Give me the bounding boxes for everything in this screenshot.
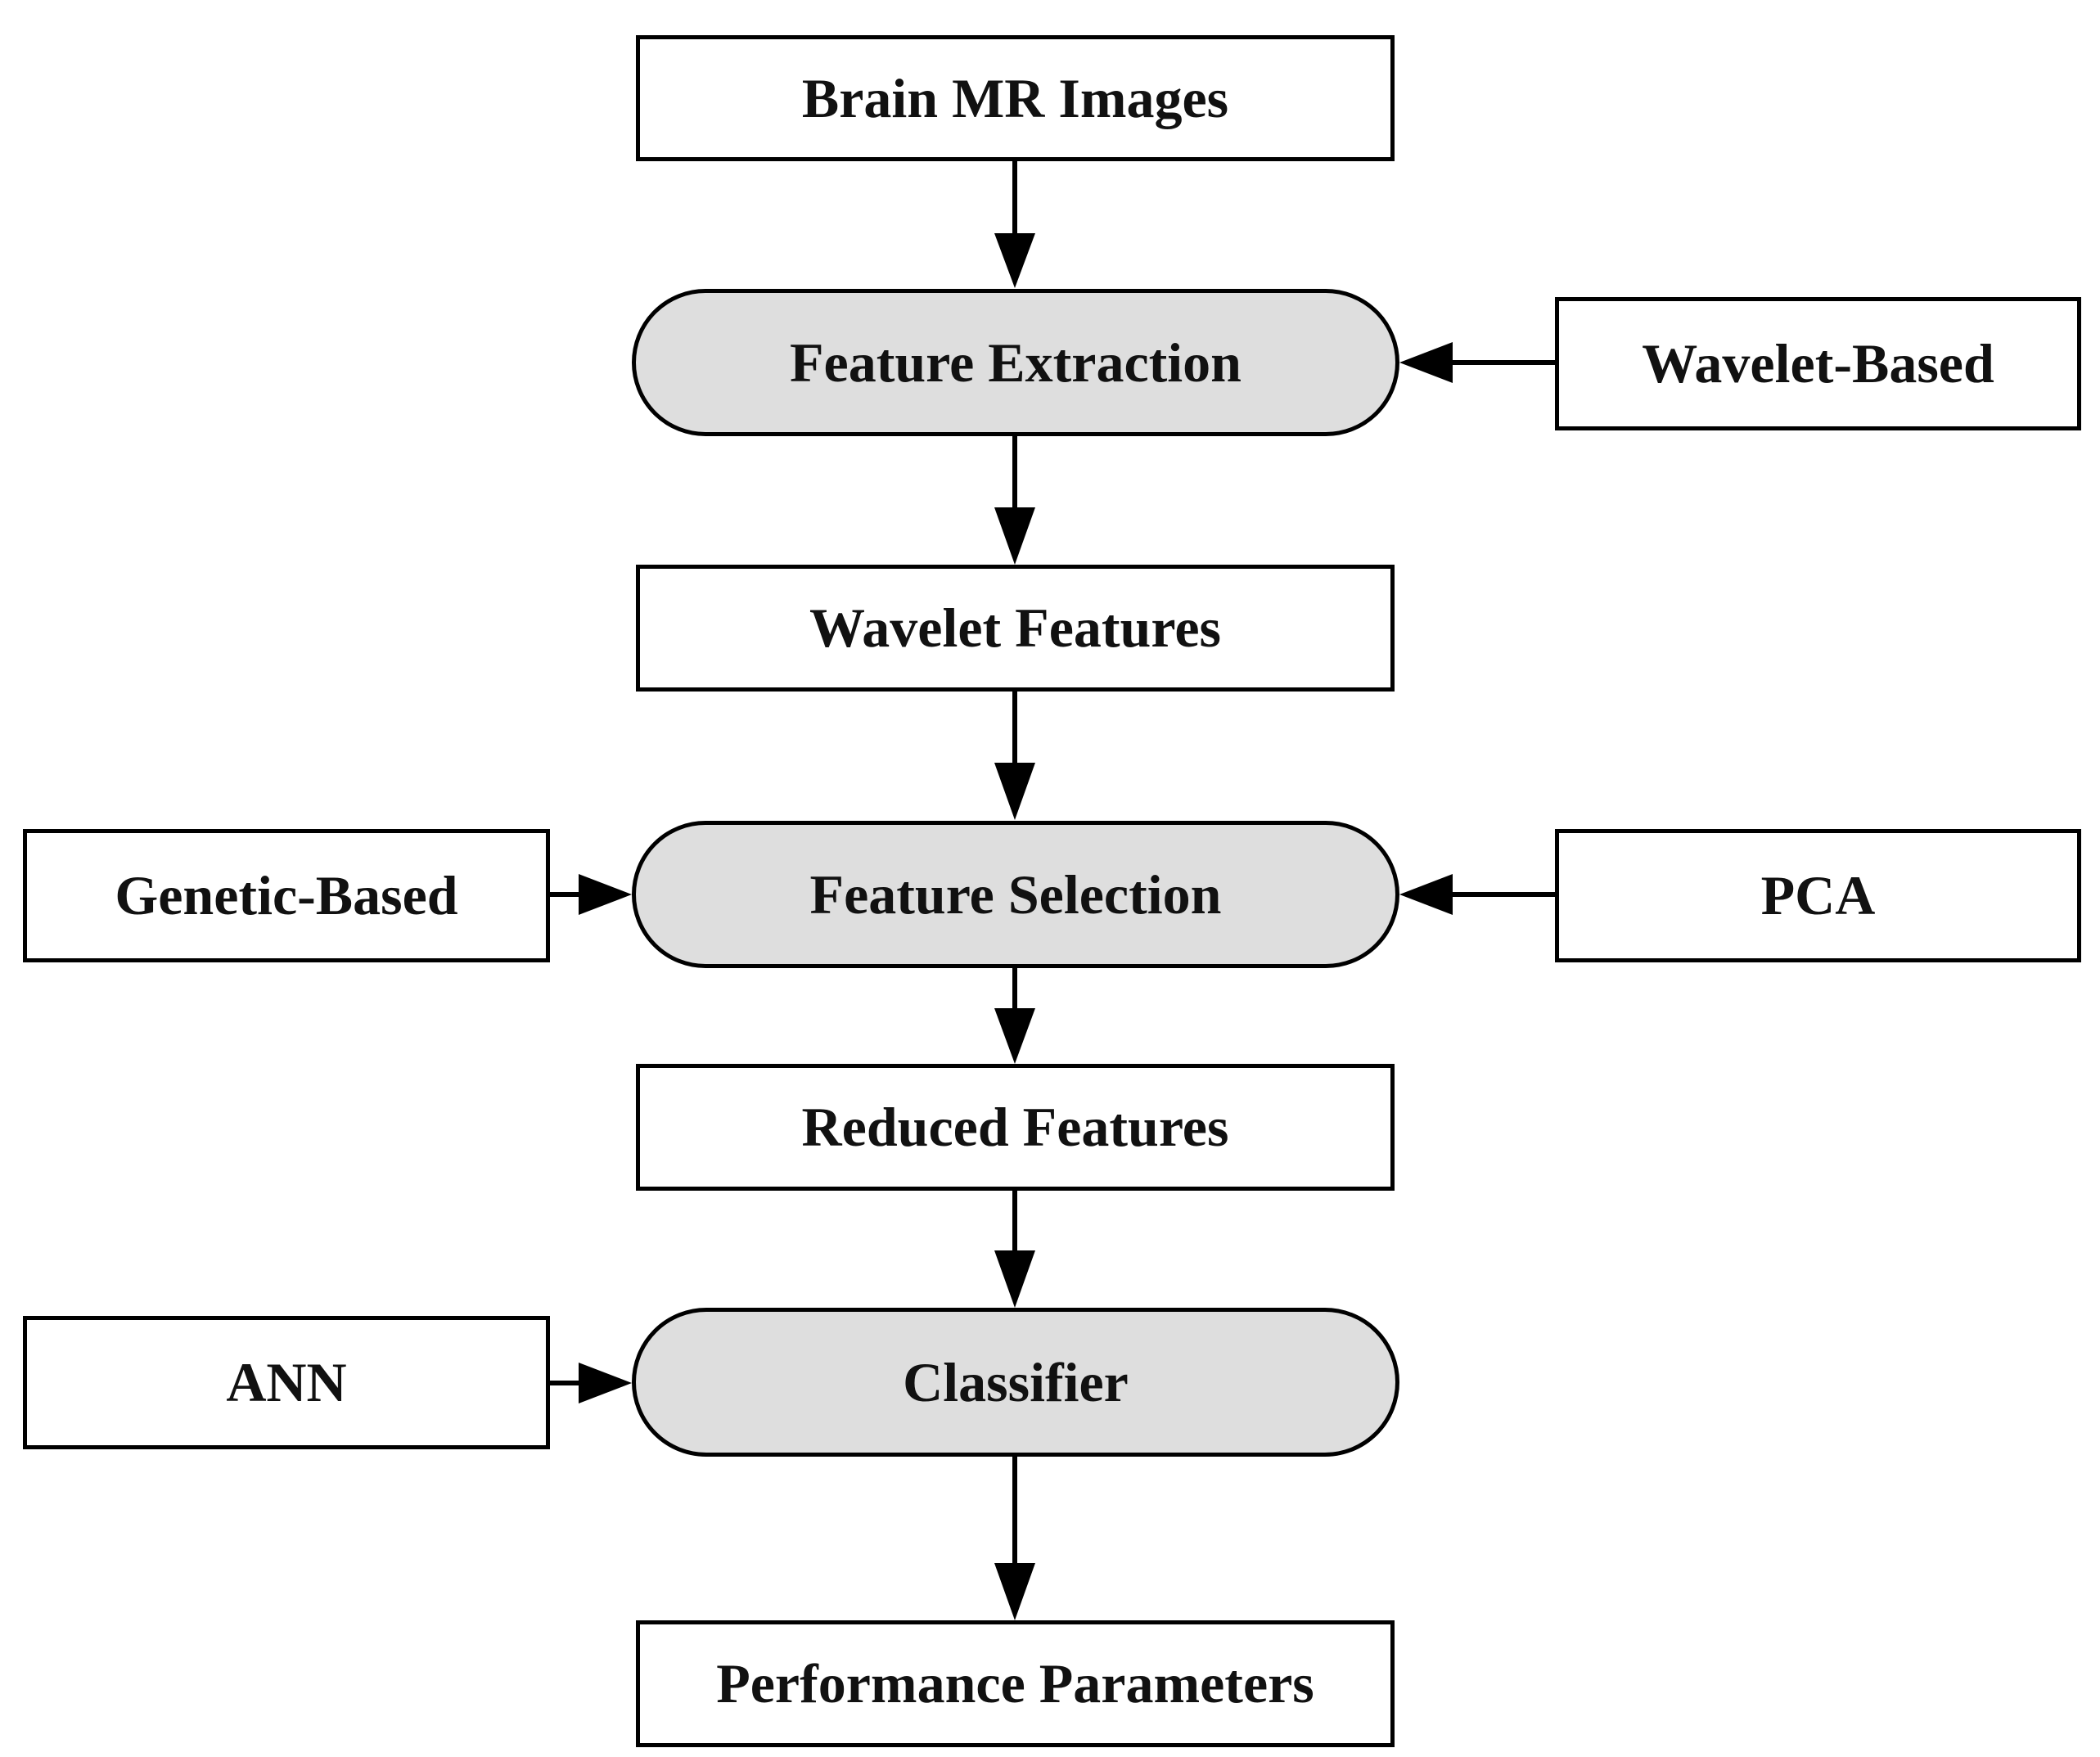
edge-brain-mr-images-to-feature-extraction — [994, 161, 1035, 288]
node-wavelet-features: Wavelet Features — [636, 565, 1395, 692]
edge-wavelet-features-to-feature-selection — [994, 692, 1035, 820]
edge-pca-to-feature-selection — [1399, 874, 1555, 915]
edge-genetic-based-to-feature-selection — [550, 874, 632, 915]
edge-wavelet-based-to-feature-extraction — [1399, 342, 1555, 383]
node-performance-parameters: Performance Parameters — [636, 1620, 1395, 1747]
edge-classifier-to-performance-parameters — [994, 1457, 1035, 1620]
node-classifier: Classifier — [632, 1308, 1399, 1457]
edge-feature-selection-to-reduced-features — [994, 967, 1035, 1064]
edge-reduced-features-to-classifier — [994, 1191, 1035, 1308]
node-genetic-based: Genetic-Based — [23, 829, 550, 962]
node-brain-mr-images: Brain MR Images — [636, 35, 1395, 161]
node-feature-selection: Feature Selection — [632, 821, 1399, 968]
node-wavelet-based: Wavelet-Based — [1555, 297, 2081, 430]
edge-ann-to-classifier — [550, 1363, 632, 1403]
node-feature-extraction: Feature Extraction — [632, 289, 1399, 436]
node-ann: ANN — [23, 1316, 550, 1449]
node-reduced-features: Reduced Features — [636, 1064, 1395, 1191]
edge-feature-extraction-to-wavelet-features — [994, 436, 1035, 565]
node-pca: PCA — [1555, 829, 2081, 962]
